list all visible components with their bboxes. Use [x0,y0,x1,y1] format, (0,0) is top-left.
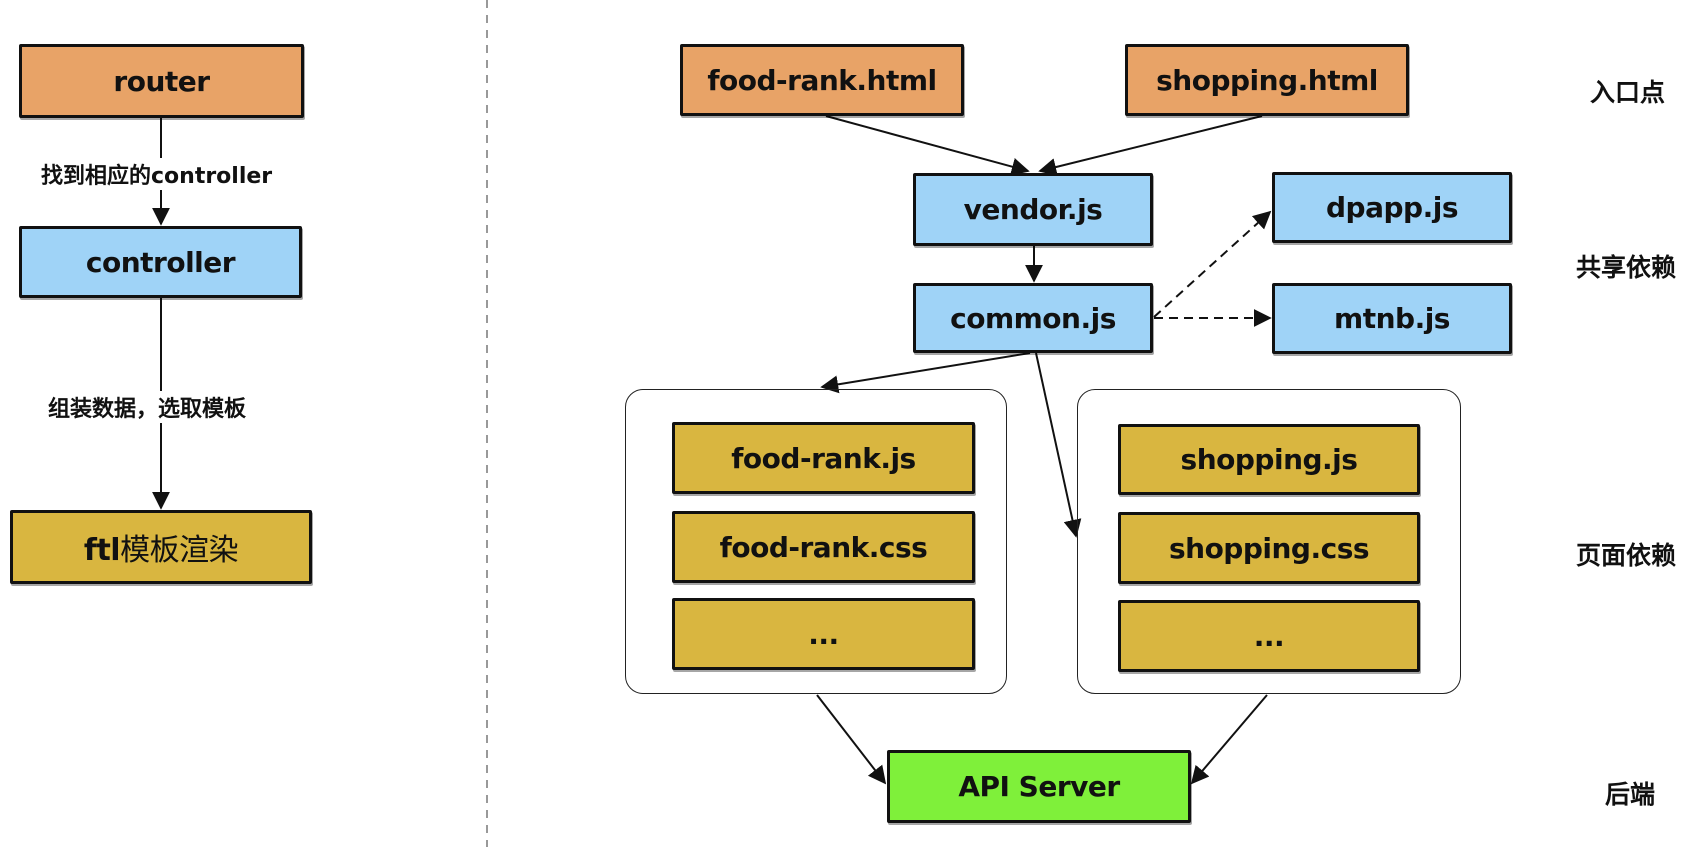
edge-label-find-controller: 找到相应的controller [41,158,273,190]
shopping-more-node: ... [1118,600,1420,672]
edge-foodrank-group-api [816,694,887,785]
food-rank-html-node: food-rank.html [680,44,964,116]
common-js-node: common.js [913,283,1153,353]
food-rank-css-node: food-rank.css [672,511,975,583]
shopping-js-node: shopping.js [1118,424,1420,495]
api-server-node: API Server [887,750,1191,823]
vendor-js-node: vendor.js [913,173,1153,246]
food-rank-js-node: food-rank.js [672,422,975,494]
food-rank-more-node: ... [672,598,975,670]
shopping-page-group [1077,389,1461,694]
tier-label-page: 页面依赖 [1576,541,1677,570]
tier-label-shared: 共享依赖 [1576,253,1677,282]
ftl-suffix: 模板渲染 [120,533,239,568]
food-rank-page-group [625,389,1007,694]
dpapp-js-node: dpapp.js [1272,172,1512,243]
ftl-prefix: ftl [83,533,121,568]
edge-label-assemble: 组装数据，选取模板 [48,391,247,423]
mtnb-js-node: mtnb.js [1272,283,1512,354]
edge-foodrankhtml-vendor [825,115,1030,176]
tier-label-entry: 入口点 [1590,78,1666,107]
edge-shopping-group-api [1190,694,1268,785]
edge-common-foodrank-group [820,352,1031,394]
shopping-css-node: shopping.css [1118,512,1420,584]
edge-shoppinghtml-vendor [1038,115,1263,176]
edge-common-dpapp [1153,210,1272,318]
router-node: router [19,44,304,118]
edge-common-shopping-group [1035,352,1082,538]
tier-label-backend: 后端 [1605,780,1656,809]
shopping-html-node: shopping.html [1125,44,1409,116]
controller-node: controller [19,226,302,298]
